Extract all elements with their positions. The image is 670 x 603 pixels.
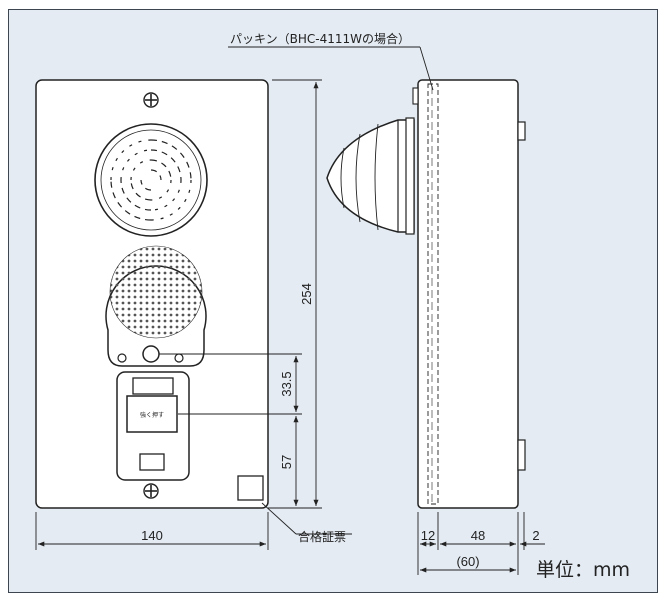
dim-width: 140 <box>141 528 163 543</box>
side-dimensions <box>417 512 545 575</box>
dim-side-c: 2 <box>532 528 539 543</box>
certificate-sticker <box>237 475 264 501</box>
certificate-label: 合格証票 <box>298 529 346 544</box>
front-view: 強く押す <box>35 79 269 509</box>
siren-dome-icon <box>326 117 415 235</box>
indicator-lamp-icon <box>142 345 160 363</box>
packing-label: パッキン（BHC-4111Wの場合） <box>230 31 410 46</box>
front-dimensions <box>35 79 352 550</box>
bottom-screw-icon <box>143 483 159 499</box>
dim-d1: 33.5 <box>279 371 294 396</box>
button-label: 強く押す <box>140 411 164 419</box>
dim-side-b: 48 <box>471 528 485 543</box>
push-button-unit: 強く押す <box>116 371 190 481</box>
dim-d2: 57 <box>279 455 294 469</box>
dim-side-total: (60) <box>456 554 479 569</box>
side-view <box>326 79 526 509</box>
side-body <box>417 79 519 509</box>
speaker-grill-icon <box>94 123 208 237</box>
dim-side-a: 12 <box>421 528 435 543</box>
packing-gasket <box>427 83 439 505</box>
dim-height: 254 <box>299 283 314 305</box>
intercom-panel <box>105 245 207 367</box>
top-screw-icon <box>143 92 159 108</box>
unit-label: 単位：mm <box>536 559 630 581</box>
emergency-button <box>126 395 178 433</box>
